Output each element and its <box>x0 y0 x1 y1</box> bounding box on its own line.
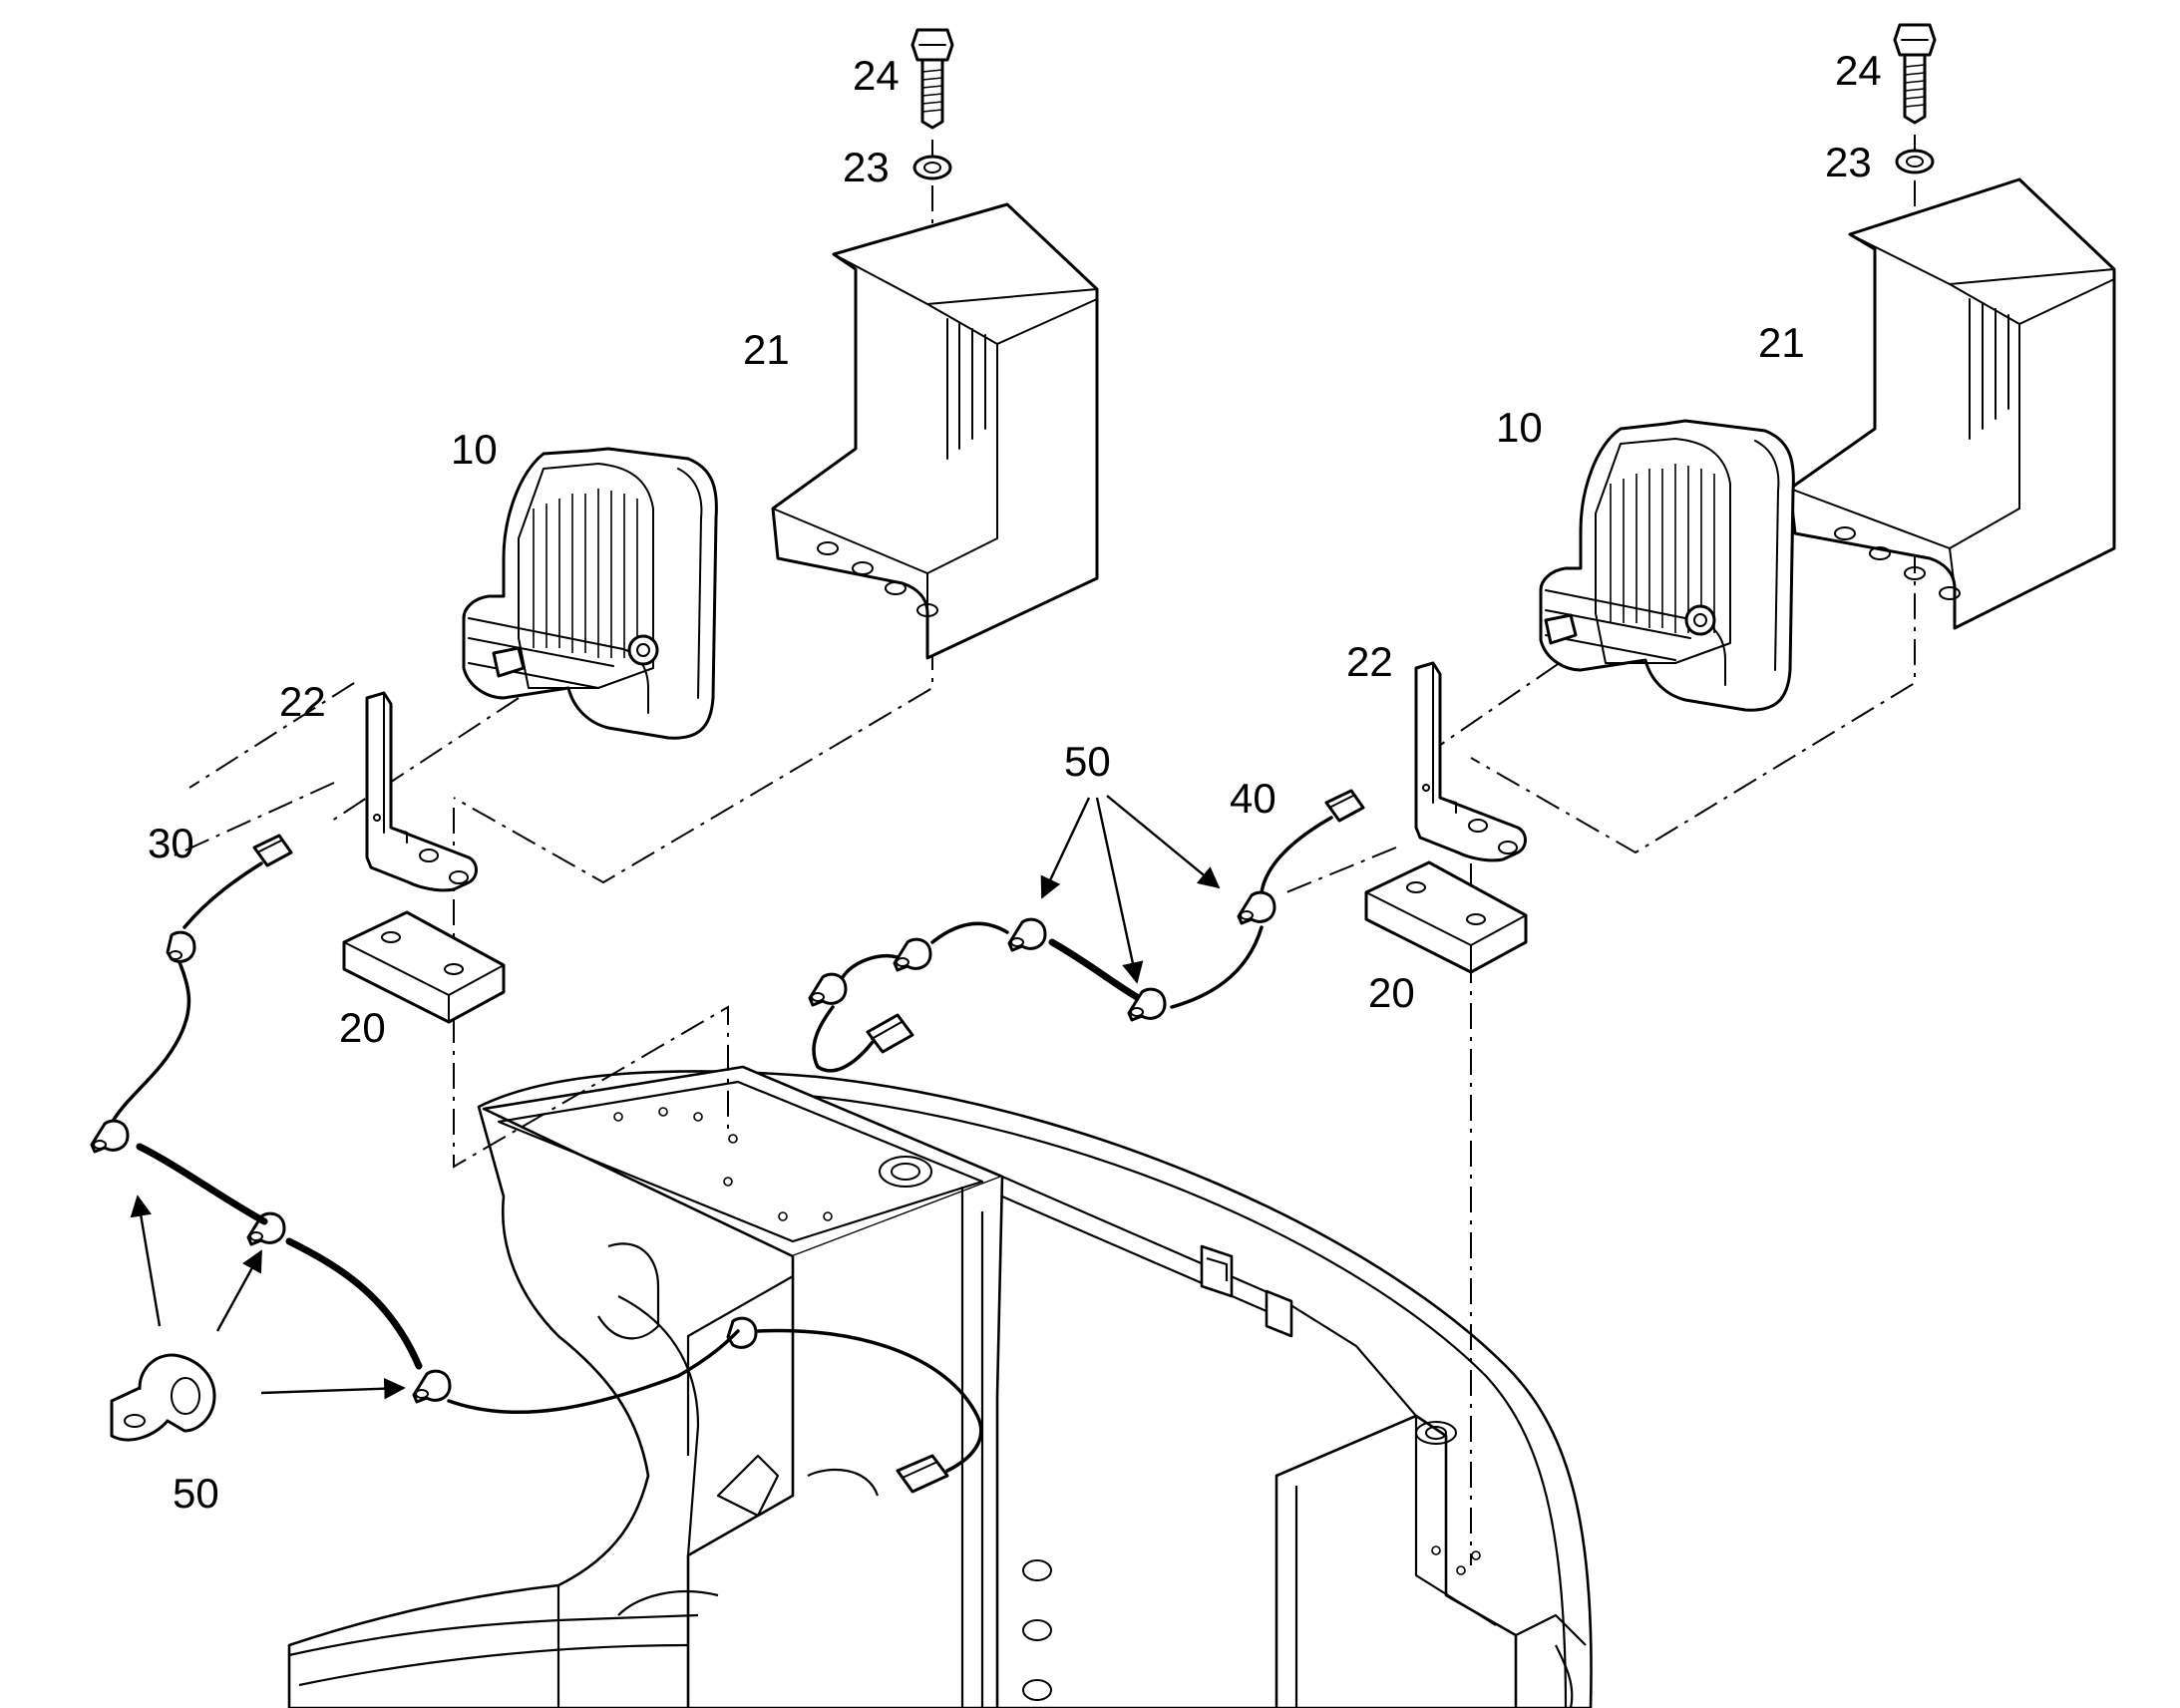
callout-22-left: 22 <box>279 678 326 725</box>
callout-24-right: 24 <box>1835 47 1882 94</box>
callout-21-right: 21 <box>1758 319 1805 366</box>
callout-30: 30 <box>148 820 194 866</box>
right-bolt-24 <box>1893 23 1937 125</box>
assembly-axis-lines <box>169 135 1916 1565</box>
left-work-lamp-10 <box>462 447 718 740</box>
right-pad-20 <box>1364 860 1528 974</box>
left-bracket-22 <box>365 691 478 892</box>
right-bracket-22 <box>1414 661 1527 862</box>
callout-23-left: 23 <box>843 144 890 190</box>
left-washer-23 <box>912 155 952 180</box>
left-pad-20 <box>342 910 506 1024</box>
callout-labels: 24 23 21 10 22 30 20 50 24 23 21 10 22 4… <box>148 47 1882 1517</box>
left-cable-harness-30 <box>90 834 983 1494</box>
callout-21-left: 21 <box>743 326 790 373</box>
machine-frame <box>287 1065 1593 1708</box>
callout-24-left: 24 <box>853 52 900 99</box>
right-work-lamp-10 <box>1539 419 1795 712</box>
callout-50-bottom: 50 <box>173 1470 219 1517</box>
callout-50-middle: 50 <box>1064 738 1111 785</box>
clamp-leader-arrows <box>130 795 1221 1400</box>
callout-20-right: 20 <box>1368 969 1415 1016</box>
right-cover-21 <box>1788 177 2116 630</box>
left-clamp-50-detail <box>110 1353 216 1442</box>
callout-22-right: 22 <box>1346 638 1393 685</box>
callout-20-left: 20 <box>339 1004 386 1051</box>
left-bolt-24 <box>910 28 954 130</box>
right-washer-23 <box>1895 149 1935 174</box>
callout-23-right: 23 <box>1825 139 1872 185</box>
callout-10-left: 10 <box>451 426 498 473</box>
left-cover-21 <box>771 202 1099 660</box>
callout-40: 40 <box>1230 775 1276 822</box>
right-cable-harness-40 <box>808 789 1365 1073</box>
callout-10-right: 10 <box>1496 404 1543 451</box>
